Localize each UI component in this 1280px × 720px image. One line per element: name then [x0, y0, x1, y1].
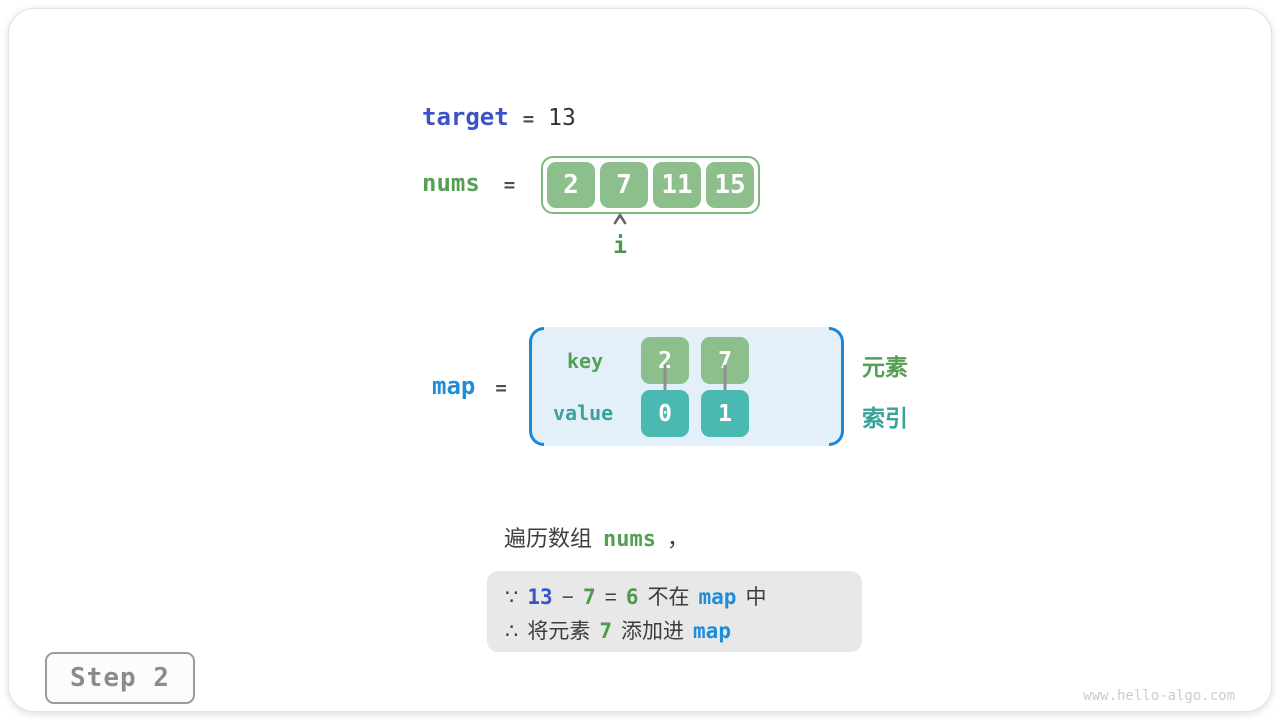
- step-badge-label: Step 2: [70, 663, 170, 693]
- caption-line: 遍历数组 nums ，: [504, 521, 689, 553]
- therefore-symbol: ∴: [505, 620, 519, 643]
- note-target-value: 13: [527, 585, 553, 609]
- map-equals: =: [495, 377, 507, 399]
- target-equals: =: [522, 108, 535, 130]
- bracket-left-icon: [529, 327, 544, 446]
- target-value: 13: [548, 105, 576, 131]
- index-side-label: 索引: [862, 405, 908, 431]
- caption-comma: ，: [667, 526, 690, 551]
- caret-up-icon: [612, 212, 628, 230]
- array-cell: 2: [547, 162, 595, 208]
- map-entry: 7 1: [701, 327, 749, 446]
- minus-sign: −: [561, 586, 574, 609]
- map-label-line: map =: [432, 372, 507, 400]
- step-badge: Step 2: [45, 652, 195, 704]
- note-not-in-text: 不在: [647, 586, 690, 609]
- pointer-label: i: [613, 233, 627, 259]
- note-line-2: ∴ 将元素 7 添加进 map: [505, 615, 862, 649]
- bracket-right-icon: [829, 327, 844, 446]
- map-value-label: value: [553, 401, 614, 425]
- caption-text: 遍历数组: [504, 526, 593, 551]
- array-cell: 7: [600, 162, 648, 208]
- map-table: key value 2 0 7 1: [529, 327, 844, 446]
- note-num: 7: [599, 619, 613, 643]
- nums-array: 2 7 11 15: [541, 156, 760, 214]
- note-in-suffix: 中: [745, 586, 767, 609]
- note-box: ∵ 13 − 7 = 6 不在 map 中 ∴ 将元素 7 添加进 map: [487, 571, 862, 652]
- note-prefix-text: 将元素: [527, 620, 591, 643]
- map-key-label: key: [567, 349, 604, 373]
- because-symbol: ∵: [505, 586, 519, 609]
- note-num: 7: [582, 585, 596, 609]
- target-label: target: [422, 103, 509, 131]
- map-value-cell: 1: [701, 390, 749, 437]
- nums-label-line: nums =: [422, 169, 515, 197]
- diagram-card: target = 13 nums = 2 7 11 15 i map = key…: [8, 8, 1272, 712]
- note-action-text: 添加进: [621, 620, 685, 643]
- element-side-label: 元素: [862, 354, 908, 380]
- index-pointer: i: [606, 212, 634, 259]
- target-line: target = 13: [422, 103, 576, 131]
- watermark: www.hello-algo.com: [1083, 688, 1235, 704]
- map-label: map: [432, 372, 476, 400]
- nums-label: nums: [422, 169, 480, 197]
- note-map-ref: map: [698, 585, 737, 609]
- note-map-ref: map: [693, 619, 731, 643]
- note-line-1: ∵ 13 − 7 = 6 不在 map 中: [505, 581, 862, 615]
- equals-sign: =: [604, 586, 617, 609]
- array-cell: 15: [706, 162, 754, 208]
- map-entry: 2 0: [641, 327, 689, 446]
- map-value-cell: 0: [641, 390, 689, 437]
- nums-equals: =: [503, 174, 516, 196]
- caption-code-nums: nums: [603, 527, 656, 552]
- note-diff: 6: [625, 585, 639, 609]
- array-cell: 11: [653, 162, 701, 208]
